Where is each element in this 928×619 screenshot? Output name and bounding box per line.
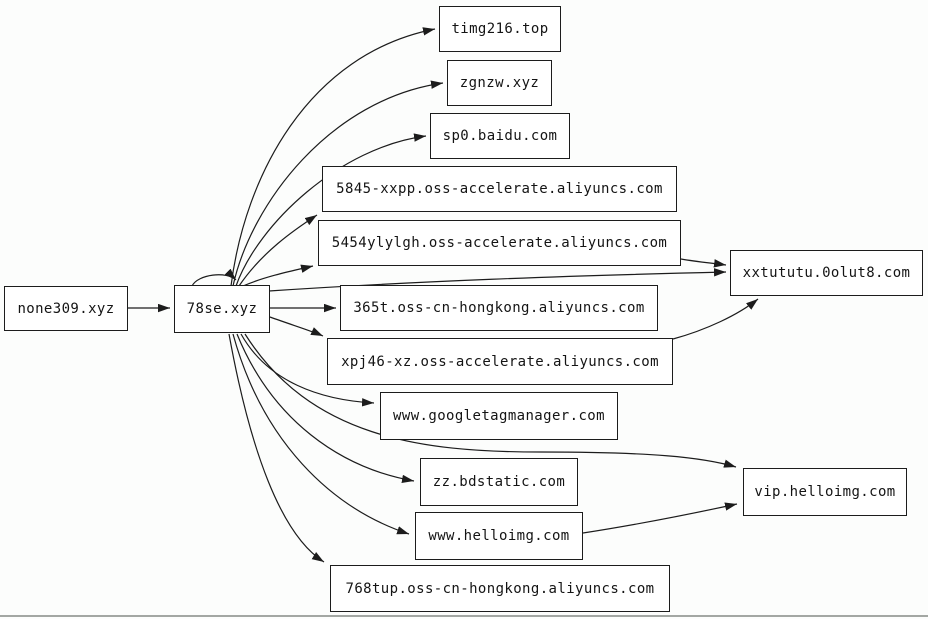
edge-78se-googletagmanager [240, 333, 375, 407]
edge-78se-5845 [238, 214, 318, 287]
node-vip-helloimg-com: vip.helloimg.com [743, 468, 907, 516]
node-www-googletagmanager-com: www.googletagmanager.com [380, 392, 618, 440]
edge-78se-viphelloimg [244, 333, 737, 468]
node-sp0-baidu-com: sp0.baidu.com [430, 113, 570, 159]
edge-78se-xxtututu [268, 268, 727, 292]
edge-78se-selfloop [191, 268, 237, 287]
edge-78se-768tup [228, 333, 325, 563]
node-365t-oss-cn-hongkong-aliyuncs-com: 365t.oss-cn-hongkong.aliyuncs.com [340, 285, 658, 331]
node-timg216-top: timg216.top [439, 6, 561, 52]
edge-78se-zzbdstatic [236, 333, 415, 484]
edge-78se-5454 [242, 264, 314, 287]
node-none309-xyz: none309.xyz [4, 286, 128, 331]
node-zz-bdstatic-com: zz.bdstatic.com [420, 458, 578, 506]
node-xxtututu-0olut8-com: xxtututu.0olut8.com [730, 250, 923, 296]
edge-78se-timg216 [230, 27, 436, 287]
edge-78se-sp0 [235, 133, 427, 287]
node-5845-xxpp-oss-accelerate-aliyuncs-com: 5845-xxpp.oss-accelerate.aliyuncs.com [322, 166, 677, 212]
edge-78se-zgnzw [232, 80, 444, 287]
edge-5454-xxtututu [680, 258, 727, 268]
edge-xpj46-xxtututu [672, 298, 759, 340]
edge-78se-xpj46 [269, 316, 324, 337]
node-zgnzw-xyz: zgnzw.xyz [447, 60, 552, 106]
edge-78se-wwwhelloimg [232, 333, 410, 535]
node-78se-xyz: 78se.xyz [174, 285, 270, 333]
node-xpj46-xz-oss-accelerate-aliyuncs-com: xpj46-xz.oss-accelerate.aliyuncs.com [327, 338, 673, 385]
node-5454ylylgh-oss-accelerate-aliyuncs-com: 5454ylylgh.oss-accelerate.aliyuncs.com [318, 220, 681, 266]
node-www-helloimg-com: www.helloimg.com [415, 512, 583, 560]
window-bottom-border [0, 615, 928, 617]
node-768tup-oss-cn-hongkong-aliyuncs-com: 768tup.oss-cn-hongkong.aliyuncs.com [330, 565, 670, 612]
edge-wwwhelloimg-viphelloimg [582, 502, 738, 534]
